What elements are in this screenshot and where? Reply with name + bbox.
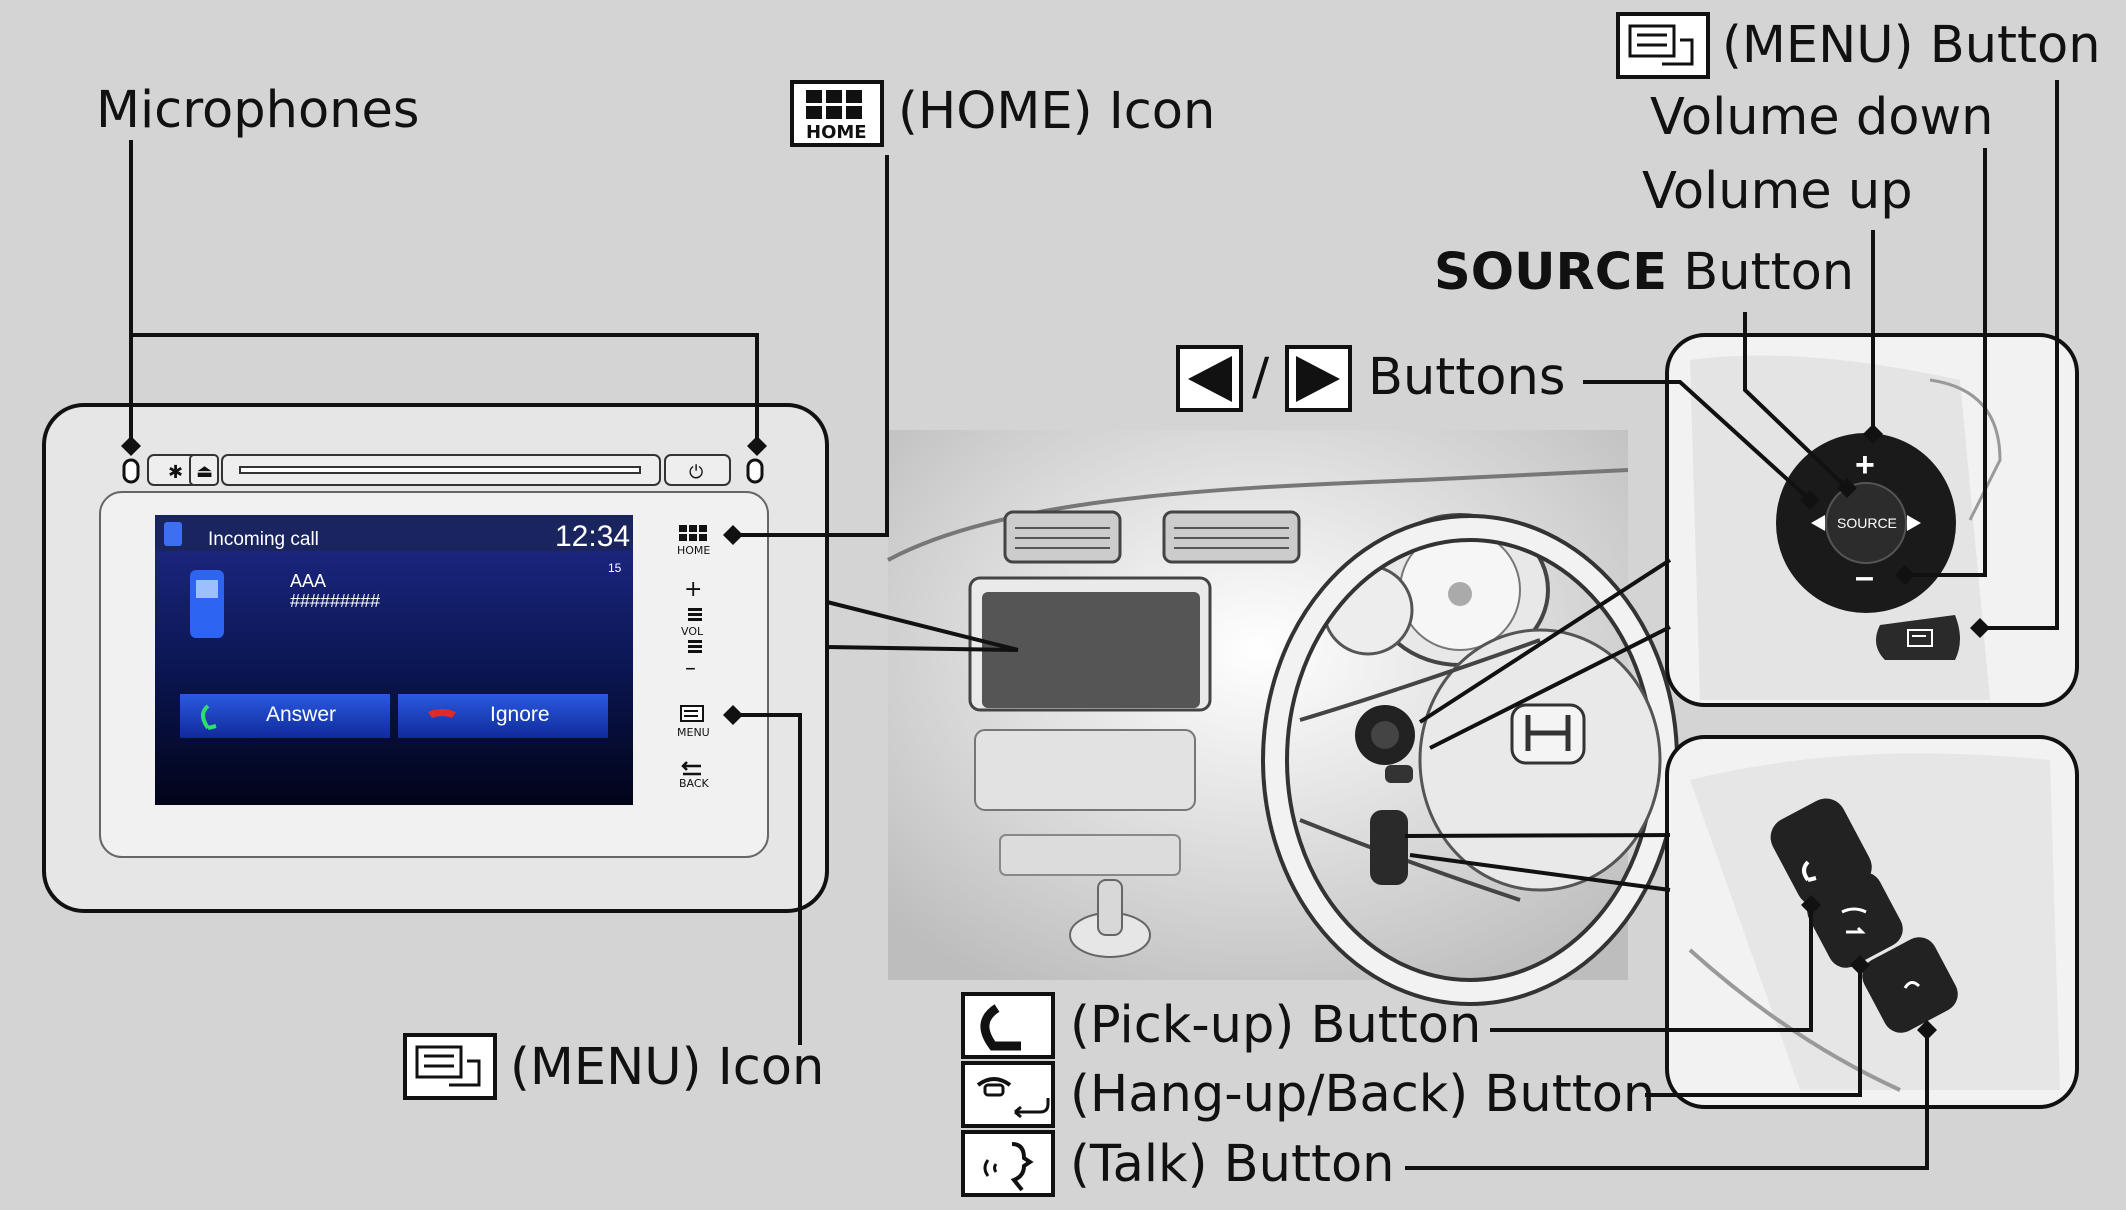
menu-button-label-icon xyxy=(1618,14,1708,77)
inset-phone-buttons xyxy=(1667,737,2077,1107)
left-arrow-label-icon xyxy=(1178,347,1241,410)
microphone-left-icon xyxy=(124,460,138,482)
side-plus-text[interactable]: + xyxy=(684,579,702,601)
dashboard-illustration xyxy=(888,430,1665,992)
arrows-buttons-label: Buttons xyxy=(1368,352,1565,403)
side-minus-text[interactable]: – xyxy=(685,658,696,680)
home-box-text: HOME xyxy=(806,124,867,142)
side-back-text: BACK xyxy=(679,778,709,789)
side-vol-text: VOL xyxy=(681,626,703,637)
pickup-label-icon xyxy=(963,994,1053,1057)
side-menu-text: MENU xyxy=(677,727,710,738)
source-button-label: SOURCE Button xyxy=(1434,247,1854,298)
talk-label-icon xyxy=(963,1132,1053,1195)
wheel-source-text: SOURCE xyxy=(1837,516,1897,530)
touchscreen xyxy=(155,515,633,805)
hangup-label-icon xyxy=(963,1063,1053,1126)
eject-icon: ⏏ xyxy=(196,461,213,482)
caller-name: AAA xyxy=(290,572,326,590)
answer-label: Answer xyxy=(266,704,336,725)
microphones-label: Microphones xyxy=(96,85,419,136)
talk-label: (Talk) Button xyxy=(1070,1139,1395,1190)
pickup-label: (Pick-up) Button xyxy=(1070,1000,1481,1051)
screen-title: Incoming call xyxy=(208,530,319,549)
signal-count: 15 xyxy=(608,562,621,574)
wheel-minus-text[interactable]: – xyxy=(1855,560,1874,594)
ignore-label: Ignore xyxy=(490,704,550,725)
phone-status-icon xyxy=(164,522,182,546)
caller-number: ######### xyxy=(290,592,380,610)
microphone-right-icon xyxy=(748,460,762,482)
menu-icon-label: (MENU) Icon xyxy=(510,1042,824,1093)
side-home-text: HOME xyxy=(677,545,710,556)
right-arrow-label-icon xyxy=(1287,347,1350,410)
menu-button-label: (MENU) Button xyxy=(1722,20,2101,71)
source-bold-text: SOURCE xyxy=(1434,243,1667,302)
hangup-label: (Hang-up/Back) Button xyxy=(1070,1069,1655,1120)
home-icon-label: (HOME) Icon xyxy=(898,86,1215,137)
volume-down-label: Volume down xyxy=(1650,92,1994,143)
screen-time: 12:34 xyxy=(555,522,630,552)
power-icon: ⏻ xyxy=(689,462,703,483)
steering-phone-controls xyxy=(1370,810,1408,885)
arrows-separator: / xyxy=(1252,352,1269,403)
menu-panel-icon[interactable] xyxy=(681,706,703,721)
volume-up-label: Volume up xyxy=(1642,166,1913,217)
source-rest-text: Button xyxy=(1667,243,1854,302)
menu-icon-label-icon xyxy=(405,1035,495,1098)
wheel-plus-text[interactable]: + xyxy=(1855,448,1875,482)
